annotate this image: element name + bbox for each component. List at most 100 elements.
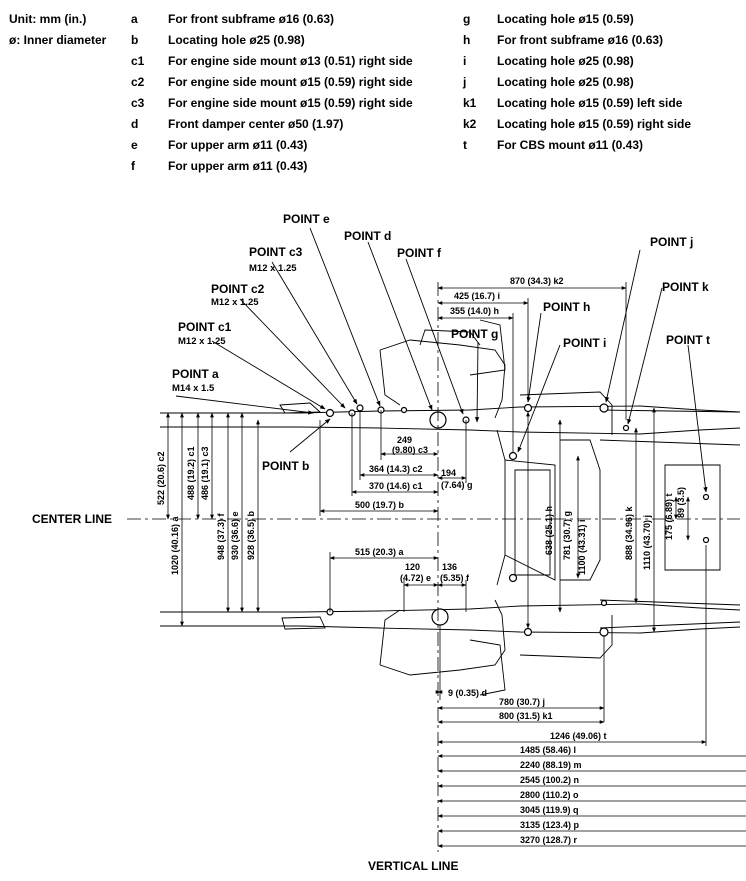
legend-code: i xyxy=(463,54,467,68)
dim-b-vertical: 928 (36.5) b xyxy=(246,510,256,560)
dim-h-vertical: 638 (25.1) h xyxy=(544,506,554,555)
legend-code: c2 xyxy=(131,75,145,89)
unit-label: Unit: mm (in.) xyxy=(9,12,87,26)
point-c3-thread: M12 x 1.25 xyxy=(249,263,297,274)
legend-desc: For engine side mount ø15 (0.59) right s… xyxy=(168,75,413,89)
legend-desc: Locating hole ø15 (0.59) xyxy=(497,12,634,26)
left-vertical-dimension-labels: 522 (20.6) c2 1020 (40.16) a 488 (19.2) … xyxy=(156,446,256,575)
dim-e-unit: (4.72) e xyxy=(400,573,431,583)
legend-desc: Locating hole ø25 (0.98) xyxy=(168,33,305,47)
legend-code: a xyxy=(131,12,138,26)
mounting-holes xyxy=(325,403,710,637)
dim-c3-vertical: 486 (19.1) c3 xyxy=(200,446,210,500)
point-b-label: POINT b xyxy=(262,459,309,473)
hole-k-lower xyxy=(600,599,608,607)
point-c2-label: POINT c2 xyxy=(211,282,265,296)
legend-code: h xyxy=(463,33,471,47)
dim-e-value: 120 xyxy=(405,562,420,572)
legend-code: c1 xyxy=(131,54,145,68)
right-vertical-dimension-labels: 638 (25.1) h 781 (30.7) g 1100 (43.31) i… xyxy=(544,487,686,575)
bottom-dim-label-n: 2545 (100.2) n xyxy=(520,775,579,785)
dim-c1-vertical: 488 (19.2) c1 xyxy=(186,446,196,500)
bottom-dim-label-l: 1485 (58.46) l xyxy=(520,745,576,755)
dim-c2: 364 (14.3) c2 xyxy=(369,464,423,474)
hole-j-lower xyxy=(599,627,609,637)
dim-t2-vertical: 89 (3.5) xyxy=(676,487,686,518)
hole-j xyxy=(599,403,609,413)
point-c1-thread: M12 x 1.25 xyxy=(178,336,226,347)
diameter-note: ø: Inner diameter xyxy=(9,33,107,47)
dim-t-vertical: 175 (6.89) t xyxy=(664,493,674,540)
hole-i-lower xyxy=(508,573,518,583)
legend-code: d xyxy=(131,117,139,131)
dim-i-vertical: 1100 (43.31) i xyxy=(577,519,587,575)
point-a-thread: M14 x 1.5 xyxy=(172,383,215,394)
legend-code: k1 xyxy=(463,96,477,110)
dim-k2: 870 (34.3) k2 xyxy=(510,276,564,286)
hole-f xyxy=(400,406,408,414)
dim-g-unit: (7.64) g xyxy=(441,480,473,490)
legend-desc: For upper arm ø11 (0.43) xyxy=(168,159,308,173)
legend-desc: Locating hole ø25 (0.98) xyxy=(497,54,634,68)
point-labels: POINT e POINT d POINT f POINT c3 M12 x 1… xyxy=(172,212,710,473)
hole-i xyxy=(508,451,518,461)
dim-g-vertical: 781 (30.7) g xyxy=(562,511,572,560)
point-c2-thread: M12 x 1.25 xyxy=(211,297,259,308)
point-a-label: POINT a xyxy=(172,367,219,381)
dim-c3-unit: (9.80) c3 xyxy=(392,445,428,455)
point-c1-label: POINT c1 xyxy=(178,320,232,334)
bottom-dim-label-k1: 800 (31.5) k1 xyxy=(499,711,553,721)
legend-desc: For front subframe ø16 (0.63) xyxy=(497,33,664,47)
dim-f-vertical: 948 (37.3) f xyxy=(216,512,226,560)
bottom-dim-label-r: 3270 (128.7) r xyxy=(520,835,578,845)
point-f-label: POINT f xyxy=(397,246,442,260)
point-i-label: POINT i xyxy=(563,336,606,350)
legend-desc: For engine side mount ø15 (0.59) right s… xyxy=(168,96,413,110)
bottom-dim-label-q: 3045 (119.9) q xyxy=(520,805,579,815)
point-d-label: POINT d xyxy=(344,229,391,243)
point-j-label: POINT j xyxy=(650,235,693,249)
legend-code: j xyxy=(463,75,467,89)
dim-j-vertical: 1110 (43.70) j xyxy=(642,515,652,570)
dim-k-vertical: 888 (34.96) k xyxy=(624,505,634,560)
dim-f-unit: (5.35) f xyxy=(440,573,470,583)
bottom-dim-label-o: 2800 (110.2) o xyxy=(520,790,579,800)
point-g-label: POINT g xyxy=(451,327,498,341)
dim-h-top: 355 (14.0) h xyxy=(450,306,499,316)
legend-code: c3 xyxy=(131,96,145,110)
hole-t xyxy=(702,493,710,501)
hole-h xyxy=(523,403,533,413)
dim-c1: 370 (14.6) c1 xyxy=(369,481,423,491)
legend-code: g xyxy=(463,12,471,26)
bottom-dim-label-j: 780 (30.7) j xyxy=(499,697,545,707)
dim-a-vertical: 1020 (40.16) a xyxy=(170,515,180,575)
center-line-label: CENTER LINE xyxy=(32,512,112,526)
top-dimension-labels: 870 (34.3) k2 425 (16.7) i 355 (14.0) h xyxy=(450,276,564,316)
hole-t-lower xyxy=(702,536,710,544)
vertical-line-label: VERTICAL LINE xyxy=(368,859,458,873)
dimension-lines xyxy=(166,282,707,746)
bottom-dim-label-t: 1246 (49.06) t xyxy=(550,731,607,741)
point-t-label: POINT t xyxy=(666,333,710,347)
legend-desc: For engine side mount ø13 (0.51) right s… xyxy=(168,54,413,68)
bottom-dim-label-p: 3135 (123.4) p xyxy=(520,820,580,830)
legend-desc: Front damper center ø50 (1.97) xyxy=(168,117,344,131)
legend-desc: Locating hole ø15 (0.59) right side xyxy=(497,117,692,131)
bottom-dim-label-m: 2240 (88.19) m xyxy=(520,760,582,770)
legend-desc: Locating hole ø15 (0.59) left side xyxy=(497,96,683,110)
hole-c2 xyxy=(325,408,335,418)
dim-f-value: 136 xyxy=(442,562,457,572)
hole-d-lower xyxy=(431,608,449,626)
frame-outline xyxy=(160,319,741,696)
dim-b: 500 (19.7) b xyxy=(355,500,405,510)
hole-k xyxy=(622,424,630,432)
dim-a: 515 (20.3) a xyxy=(355,547,405,557)
dim-c3-value: 249 xyxy=(397,435,412,445)
hole-h-lower xyxy=(523,627,533,637)
dim-e-vertical: 930 (36.6) e xyxy=(230,511,240,560)
dim-i-top: 425 (16.7) i xyxy=(454,291,500,301)
point-c3-label: POINT c3 xyxy=(249,245,303,259)
dim-c2-vertical: 522 (20.6) c2 xyxy=(156,451,166,505)
legend-code: t xyxy=(463,138,467,152)
